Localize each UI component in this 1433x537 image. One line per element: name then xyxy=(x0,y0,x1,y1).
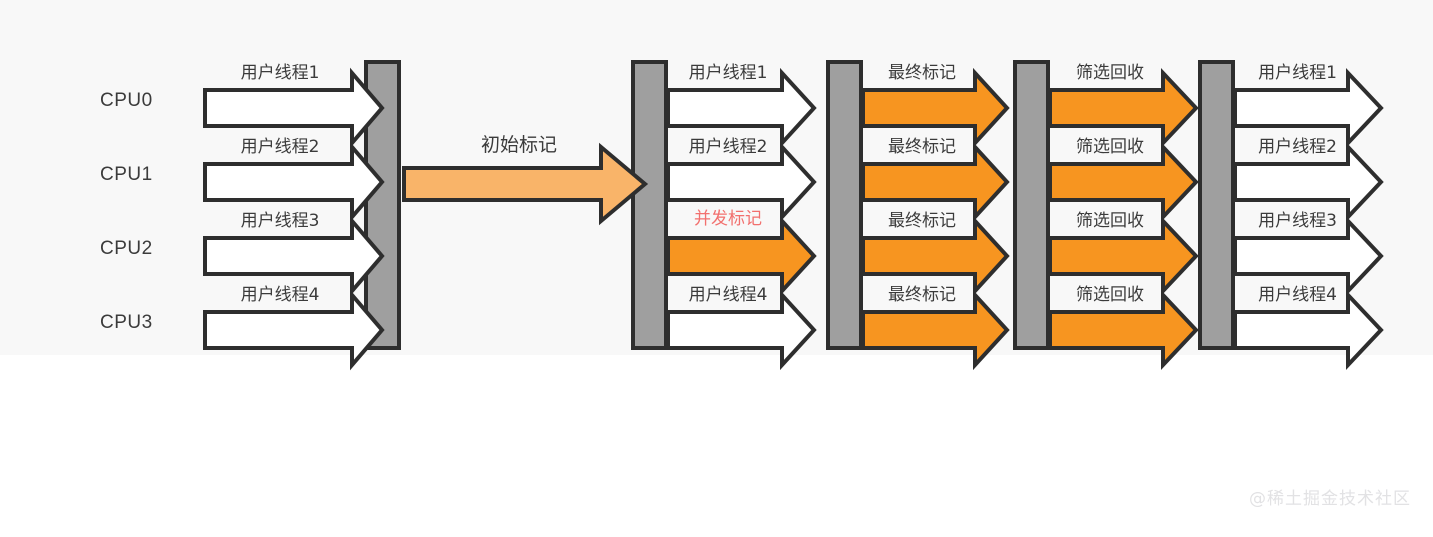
cpu-label-1: CPU1 xyxy=(100,164,153,185)
cpu-label-0: CPU0 xyxy=(100,90,153,111)
arrow-user-thread-3-start xyxy=(203,215,385,297)
arrow-user-thread-1-start xyxy=(203,67,385,149)
arrow-user-thread-1-concurrent xyxy=(666,67,817,149)
arrow-final-mark-1 xyxy=(861,67,1010,149)
label-user-thread-3-end: 用户线程3 xyxy=(1258,211,1337,231)
label-final-mark-4: 最终标记 xyxy=(888,285,956,305)
label-user-thread-2-end: 用户线程2 xyxy=(1258,137,1337,157)
label-user-thread-2-concurrent: 用户线程2 xyxy=(688,137,768,157)
safepoint-bar-4 xyxy=(1013,60,1050,350)
arrow-concurrent-mark xyxy=(666,215,817,297)
arrow-filter-collect-4 xyxy=(1048,289,1199,371)
label-user-thread-4-concurrent: 用户线程4 xyxy=(688,285,768,305)
label-initial-mark: 初始标记 xyxy=(480,134,557,156)
arrow-user-thread-4-start xyxy=(203,289,385,371)
cpu-label-3: CPU3 xyxy=(100,312,153,333)
safepoint-bar-5 xyxy=(1198,60,1235,350)
arrow-filter-collect-1 xyxy=(1048,67,1199,149)
label-final-mark-1: 最终标记 xyxy=(888,63,956,83)
arrow-user-thread-2-end xyxy=(1233,141,1384,223)
arrow-final-mark-4 xyxy=(861,289,1010,371)
label-user-thread-3-start: 用户线程3 xyxy=(240,211,320,231)
arrow-user-thread-1-end xyxy=(1233,67,1384,149)
label-filter-collect-1: 筛选回收 xyxy=(1076,63,1144,83)
label-user-thread-1-start: 用户线程1 xyxy=(240,63,320,83)
arrow-filter-collect-3 xyxy=(1048,215,1199,297)
label-user-thread-2-start: 用户线程2 xyxy=(240,137,320,157)
label-user-thread-1-end: 用户线程1 xyxy=(1258,63,1337,83)
watermark: @稀土掘金技术社区 xyxy=(1249,489,1411,509)
label-filter-collect-3: 筛选回收 xyxy=(1076,211,1144,231)
label-filter-collect-4: 筛选回收 xyxy=(1076,285,1144,305)
label-user-thread-4-start: 用户线程4 xyxy=(240,285,320,305)
cpu-label-2: CPU2 xyxy=(100,238,153,259)
arrow-final-mark-2 xyxy=(861,141,1010,223)
arrow-user-thread-4-concurrent xyxy=(666,289,817,371)
arrow-final-mark-3 xyxy=(861,215,1010,297)
label-user-thread-4-end: 用户线程4 xyxy=(1258,285,1337,305)
safepoint-bar-2 xyxy=(631,60,668,350)
arrow-initial-mark xyxy=(402,142,649,226)
label-final-mark-3: 最终标记 xyxy=(888,211,956,231)
label-user-thread-1-concurrent: 用户线程1 xyxy=(688,63,768,83)
label-final-mark-2: 最终标记 xyxy=(888,137,956,157)
label-concurrent-mark: 并发标记 xyxy=(694,209,762,229)
arrow-user-thread-2-start xyxy=(203,141,385,223)
safepoint-bar-3 xyxy=(826,60,863,350)
label-filter-collect-2: 筛选回收 xyxy=(1076,137,1144,157)
arrow-user-thread-4-end xyxy=(1233,289,1384,371)
arrow-user-thread-3-end xyxy=(1233,215,1384,297)
arrow-user-thread-2-concurrent xyxy=(666,141,817,223)
arrow-filter-collect-2 xyxy=(1048,141,1199,223)
